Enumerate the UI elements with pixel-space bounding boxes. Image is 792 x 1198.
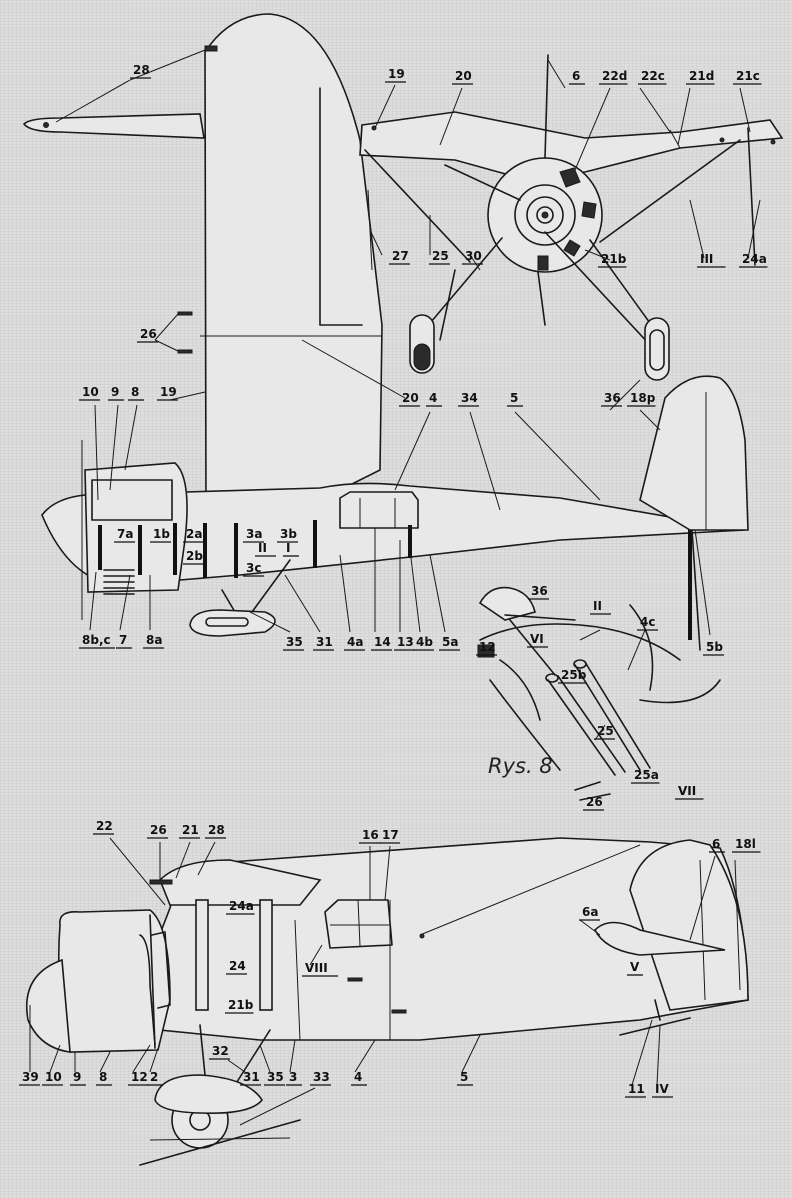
callout-label-t22c: 22c	[641, 69, 665, 83]
callout-label-t30: 30	[465, 249, 482, 263]
callout-label-t4a: 4	[429, 391, 437, 405]
side-view-skeleton	[41, 375, 749, 651]
callout-label-t19a: 19	[388, 67, 405, 81]
callout-label-b22: 22	[96, 819, 113, 833]
plan-view	[22, 13, 784, 511]
callout-label-m2b: 2b	[186, 549, 203, 563]
callout-label-m3c: 3c	[246, 561, 261, 575]
callout-label-t19b: 19	[160, 385, 177, 399]
callout-label-t21b: 21b	[601, 252, 627, 266]
callout-label-b8: 8	[99, 1070, 107, 1084]
callout-label-b21: 21	[182, 823, 199, 837]
callout-label-tIII: III	[700, 252, 713, 266]
callout-label-b18l: 18l	[735, 837, 756, 851]
callout-label-b17: 17	[382, 828, 399, 842]
callout-label-b35: 35	[267, 1070, 284, 1084]
callout-label-t36a: 36	[604, 391, 621, 405]
callout-label-t34: 34	[461, 391, 478, 405]
callout-label-b26: 26	[150, 823, 167, 837]
callout-label-m4b: 4b	[416, 635, 433, 649]
callout-label-t18p: 18p	[630, 391, 656, 405]
callout-label-b33: 33	[313, 1070, 330, 1084]
callout-label-iVII: VII	[678, 784, 696, 798]
callout-label-m8a: 8a	[146, 633, 162, 647]
callout-label-i4c: 4c	[640, 615, 655, 629]
callout-label-t28: 28	[133, 63, 150, 77]
callout-label-b39: 39	[22, 1070, 39, 1084]
callout-label-b31: 31	[243, 1070, 260, 1084]
callout-label-b5: 5	[460, 1070, 468, 1084]
callout-label-m8bc: 8b,c	[82, 633, 111, 647]
callout-label-t22d: 22d	[602, 69, 627, 83]
figure-caption: Rys. 8	[488, 754, 553, 778]
inset-detail	[477, 586, 721, 801]
callout-label-i26: 26	[586, 795, 603, 809]
side-view-profile	[26, 837, 749, 1166]
callout-label-t21d: 21d	[689, 69, 714, 83]
callout-label-t5a: 5	[510, 391, 518, 405]
callout-label-m5a: 5a	[442, 635, 458, 649]
callout-label-t25a: 25	[432, 249, 449, 263]
callout-label-t6a: 6	[572, 69, 580, 83]
callout-label-t20a: 20	[455, 69, 472, 83]
callout-label-b3: 3	[289, 1070, 297, 1084]
callout-label-m7a: 7a	[117, 527, 133, 541]
callout-label-t24a: 24a	[742, 252, 767, 266]
callout-label-b2: 2	[150, 1070, 158, 1084]
callout-label-i25b: 25b	[561, 668, 587, 682]
callout-label-iII: II	[593, 599, 602, 613]
callout-label-m3b: 3b	[280, 527, 297, 541]
callout-label-i25: 25	[597, 724, 614, 738]
callout-label-m2a: 2a	[186, 527, 202, 541]
callout-label-b12: 12	[131, 1070, 148, 1084]
callout-label-b24a: 24a	[229, 899, 254, 913]
callout-label-b10: 10	[45, 1070, 62, 1084]
callout-label-b9: 9	[73, 1070, 81, 1084]
callout-label-mI: I	[286, 541, 290, 555]
callout-label-b28: 28	[208, 823, 225, 837]
callout-label-t20b: 20	[402, 391, 419, 405]
callout-label-m5b: 5b	[706, 640, 723, 654]
callout-label-b11: 11	[628, 1082, 645, 1096]
callout-label-t21c: 21c	[736, 69, 760, 83]
callout-label-m1b: 1b	[153, 527, 170, 541]
callout-label-mII: II	[258, 541, 267, 555]
callout-label-t26a: 26	[140, 327, 157, 341]
callout-label-m4a: 4a	[347, 635, 363, 649]
callout-label-m14: 14	[374, 635, 391, 649]
callout-label-b21b: 21b	[228, 998, 254, 1012]
callout-label-bIV: IV	[655, 1082, 669, 1096]
callout-label-t8a: 8	[131, 385, 139, 399]
callout-label-b16: 16	[362, 828, 379, 842]
callout-label-i25a: 25a	[634, 768, 659, 782]
callout-label-m3a: 3a	[246, 527, 262, 541]
callout-label-b4: 4	[354, 1070, 362, 1084]
callout-label-i12: 12	[479, 640, 496, 654]
callout-label-m31: 31	[316, 635, 333, 649]
callout-label-m7: 7	[119, 633, 127, 647]
callout-label-bV: V	[630, 960, 640, 974]
callout-label-b6: 6	[712, 837, 720, 851]
callout-label-i36: 36	[531, 584, 548, 598]
callout-label-b32: 32	[212, 1044, 229, 1058]
callout-label-m35: 35	[286, 635, 303, 649]
callout-label-t10a: 10	[82, 385, 99, 399]
callout-label-t27: 27	[392, 249, 409, 263]
callout-label-b6a: 6a	[582, 905, 598, 919]
callout-label-iVI: VI	[530, 632, 544, 646]
callout-label-t9a: 9	[111, 385, 119, 399]
callout-label-bVIII: VIII	[305, 961, 328, 975]
callout-label-b24: 24	[229, 959, 246, 973]
callout-label-m13: 13	[397, 635, 414, 649]
